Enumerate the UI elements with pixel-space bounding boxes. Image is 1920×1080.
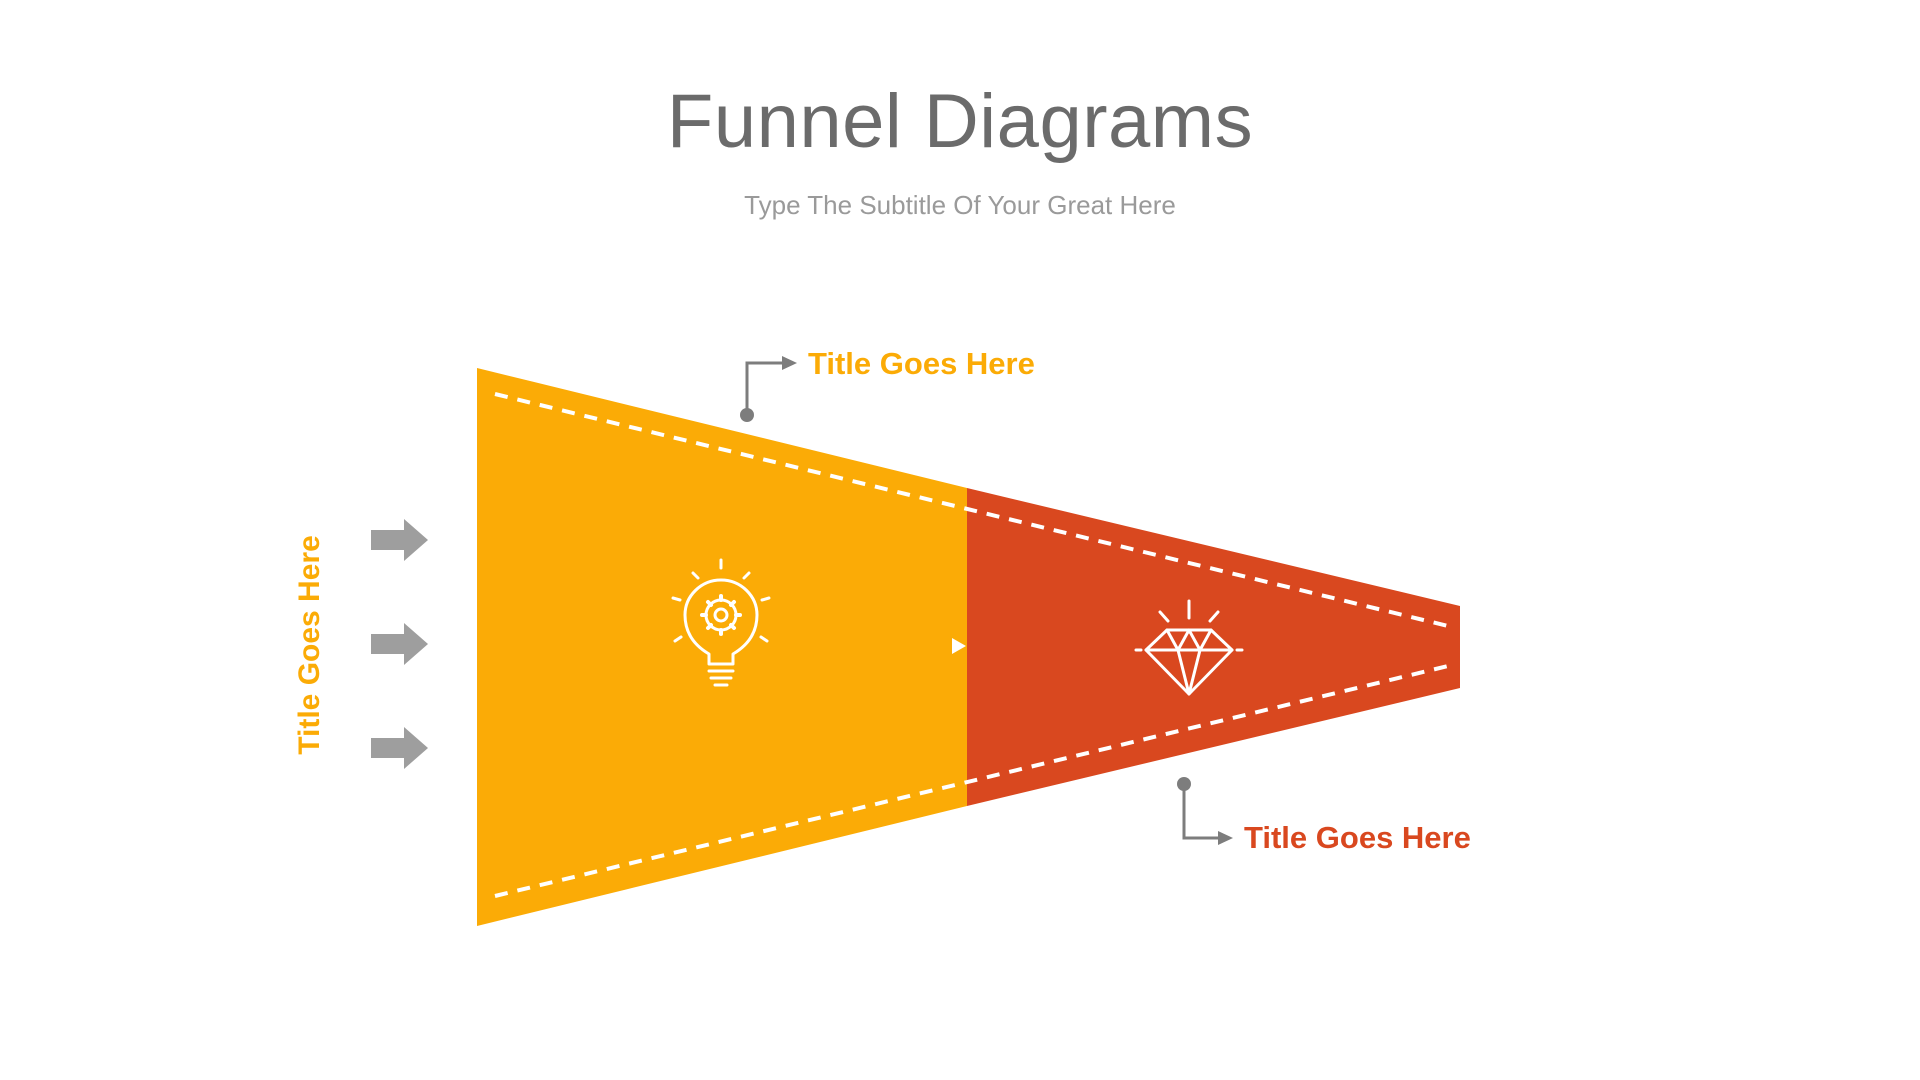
- lightbulb-gear-icon: [671, 558, 771, 687]
- callout-top-connector: [740, 356, 797, 422]
- funnel-stage-1: [477, 368, 967, 926]
- diamond-icon: [1134, 599, 1244, 696]
- input-arrow-2: [371, 623, 428, 665]
- dashed-guides: [494, 392, 1449, 898]
- funnel-stage-2: [967, 488, 1460, 806]
- input-arrow-1: [371, 519, 428, 561]
- callout-bottom-label: Title Goes Here: [1244, 820, 1471, 855]
- page-title: Funnel Diagrams: [666, 79, 1254, 164]
- input-arrow-3: [371, 727, 428, 769]
- side-vertical-label: Title Goes Here: [293, 535, 326, 755]
- callout-top-label: Title Goes Here: [808, 346, 1035, 381]
- stage-connector-arrow: [952, 638, 966, 654]
- input-arrows: [371, 519, 428, 769]
- page-subtitle: Type The Subtitle Of Your Great Here: [744, 190, 1176, 220]
- callout-bottom-connector: [1177, 777, 1233, 845]
